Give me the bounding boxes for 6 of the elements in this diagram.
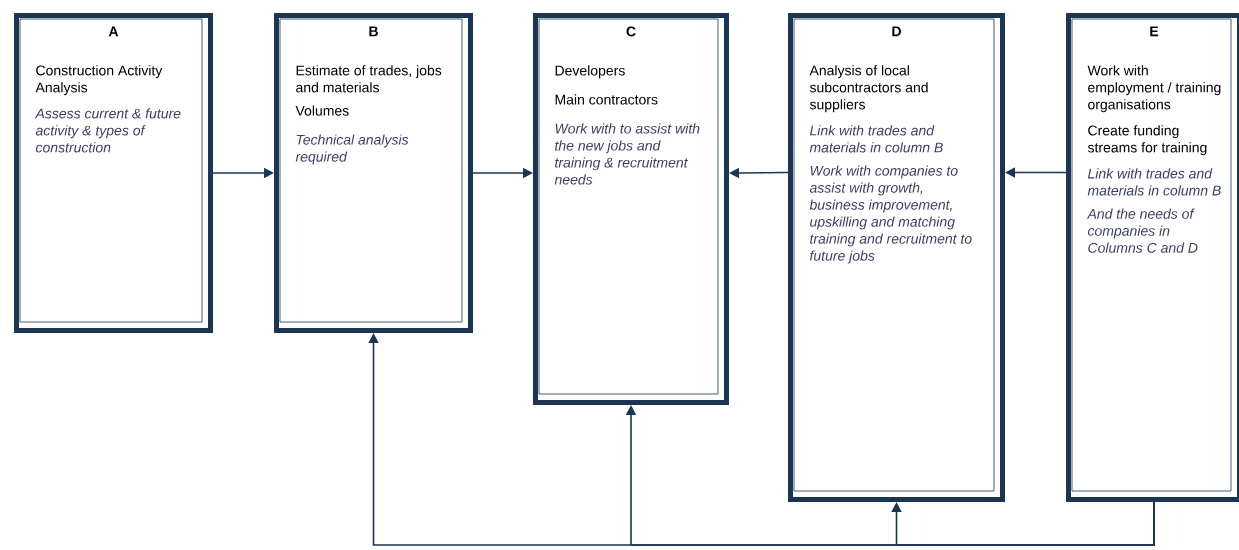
arrow: [891, 501, 1155, 546]
process-box: A Construction Activity Analysis Assess current & future activity & types of construction: [14, 13, 213, 333]
process-box: B Estimate of trades, jobs and materials Volumes Technical analysis required: [274, 13, 473, 333]
process-box: C Developers Main contractors Work with to assist with the new jobs and training & recruitment needs: [533, 13, 729, 405]
process-box: E Work with employment / training organisations Create funding streams for training Link with trades and materials in column B And the needs of companies in Columns C and D: [1066, 13, 1239, 502]
process-box: D Analysis of local subcontractors and suppliers Link with trades and materials in column B Work with companies to assist with growth, business improvement, upskilling and matching training and recruitment to future jobs: [788, 13, 1005, 502]
